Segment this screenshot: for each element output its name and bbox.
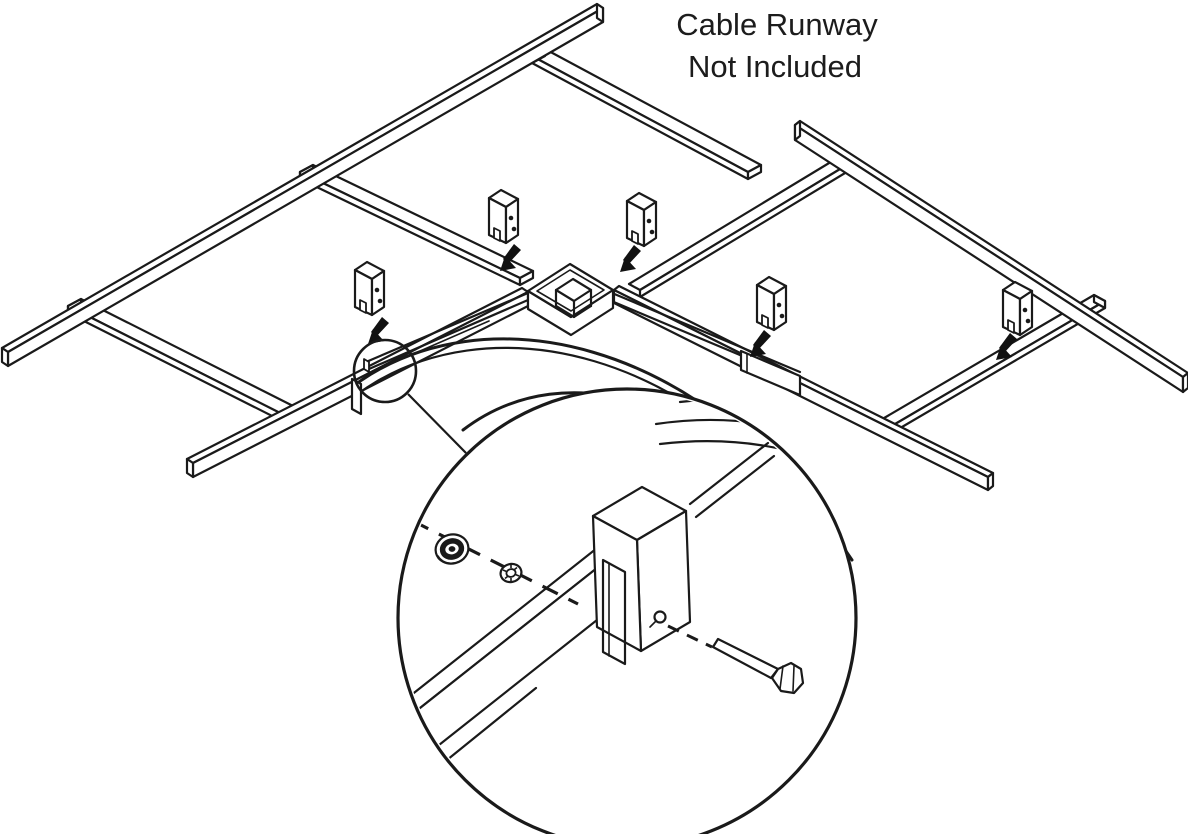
hex-bolt: [711, 637, 805, 695]
j-clamp-1: [353, 260, 386, 317]
install-arrow-icon-4: [750, 330, 771, 357]
bolt-axis-dashed: [667, 624, 713, 649]
flange-nut: [434, 533, 470, 565]
detail-view: [401, 398, 853, 800]
bolt-hole: [653, 610, 667, 624]
note-line-2: Not Included: [688, 49, 862, 84]
left-runway-rungs: [66, 47, 763, 428]
left-runway-outer-stringer: [0, 2, 605, 368]
detail-j-clamp: [591, 485, 692, 666]
detail-leader-line: [407, 393, 467, 454]
junction-plate: [526, 262, 615, 337]
left-runway: [0, 2, 763, 479]
left-bracket-strap: [363, 291, 530, 373]
j-clamp-2: [487, 188, 520, 245]
note-line-1: Cable Runway: [676, 7, 878, 42]
j-clamp-4: [755, 275, 788, 332]
detail-callout-circle: [352, 338, 418, 404]
right-runway-outer-stringer: [793, 119, 1188, 394]
install-arrow-icon-3: [620, 245, 641, 272]
right-bracket-strap: [607, 291, 802, 397]
star-washer: [499, 562, 523, 584]
strap-splice-piece: [739, 349, 802, 397]
j-clamp-5: [1001, 280, 1034, 337]
right-runway-rungs: [627, 152, 1107, 436]
j-clamp-3: [625, 191, 658, 248]
fastener-axis-dashed: [412, 519, 579, 606]
